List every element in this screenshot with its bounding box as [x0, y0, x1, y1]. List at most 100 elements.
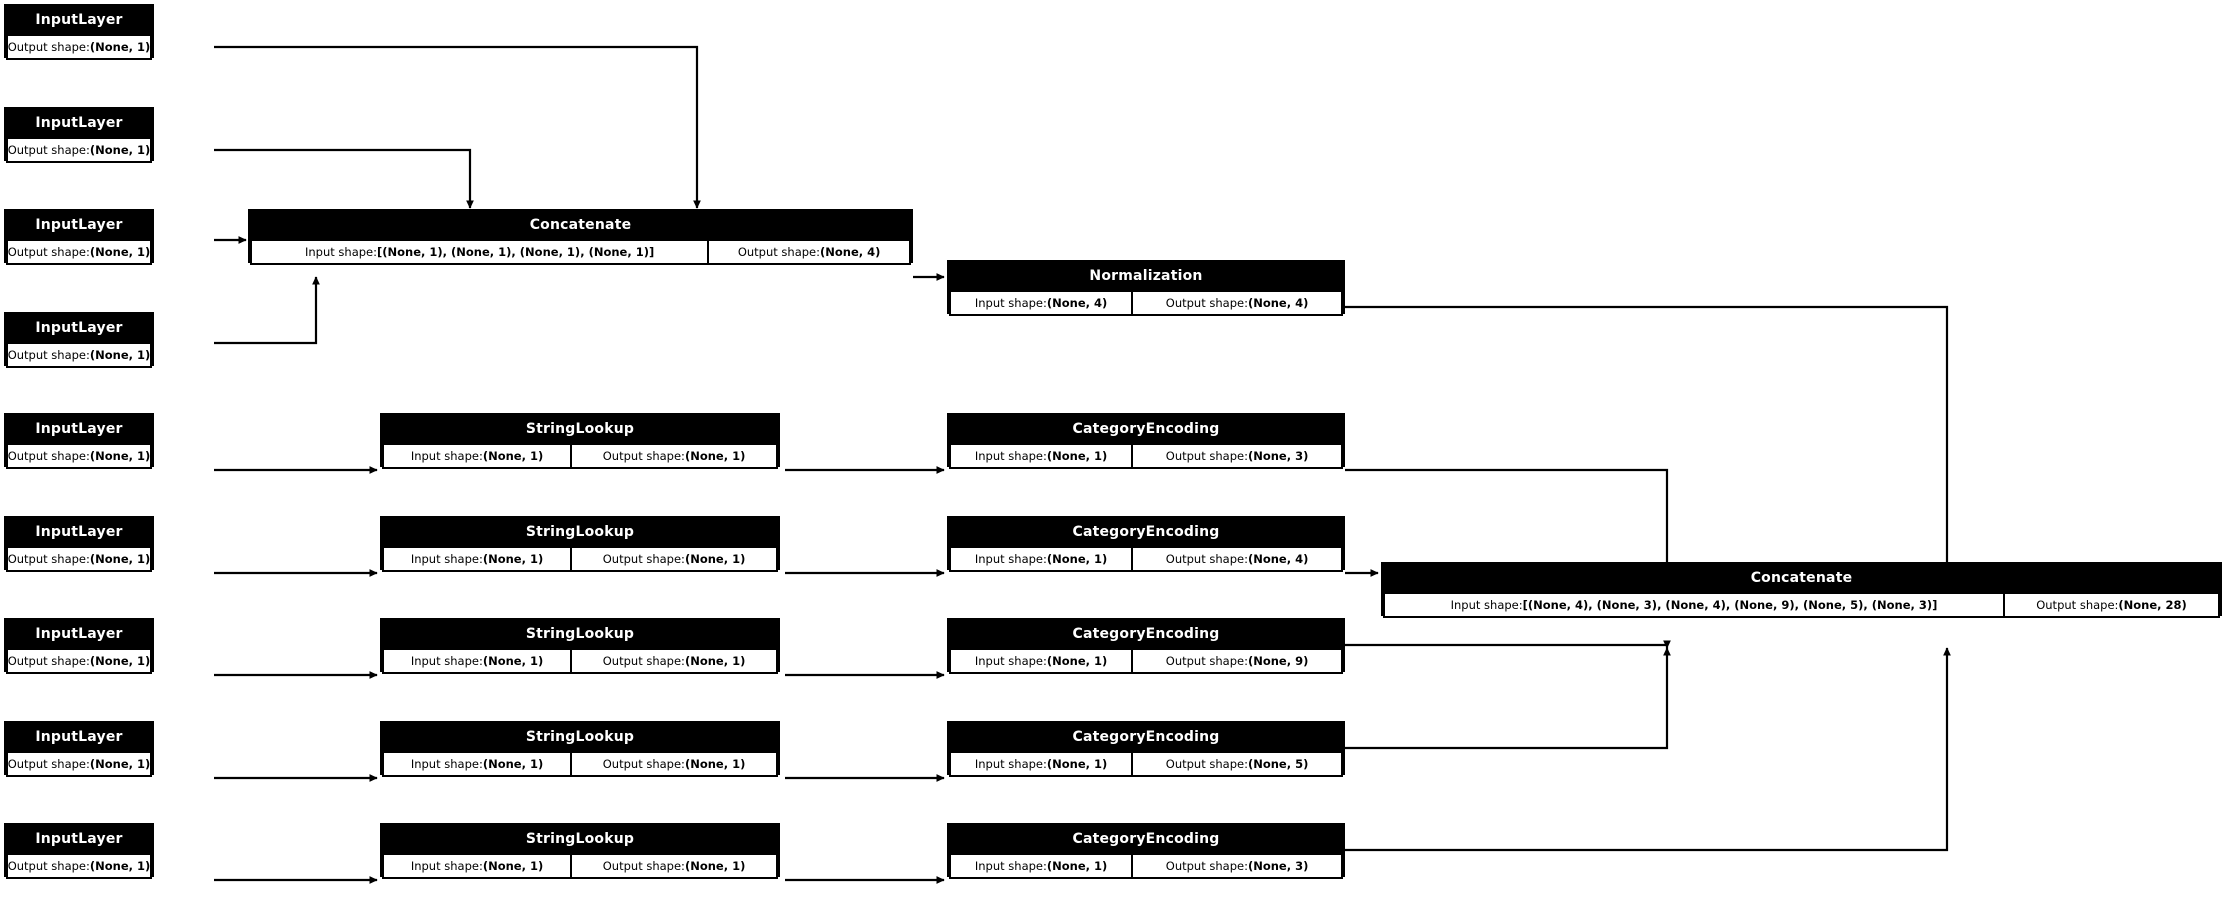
input-shape-value: (None, 4)	[1046, 296, 1108, 310]
output-shape-value: (None, 1)	[89, 552, 151, 566]
node-type-label: InputLayer	[35, 12, 123, 28]
edge-ce3-concatall	[1345, 640, 1671, 649]
node-shapes: Input shape: (None, 1) Output shape: (No…	[949, 443, 1343, 469]
output-shape-label: Output shape:	[2036, 598, 2119, 612]
input-shape-value: (None, 1)	[1046, 859, 1108, 873]
output-shape-value: (None, 1)	[684, 552, 746, 566]
output-shape-label: Output shape:	[7, 654, 90, 668]
node-type-label: InputLayer	[35, 320, 123, 336]
node-shapes: Input shape: (None, 1) Output shape: (No…	[949, 853, 1343, 879]
output-shape-value: (None, 3)	[1247, 859, 1309, 873]
node-categoryencoding-5[interactable]: CategoryEncoding Input shape: (None, 1) …	[947, 823, 1345, 879]
input-shape-cell: Input shape: (None, 1)	[382, 853, 573, 879]
node-stringlookup-5[interactable]: StringLookup Input shape: (None, 1) Outp…	[380, 823, 780, 879]
node-type-label: Concatenate	[1750, 570, 1853, 586]
edge-norm-concatall	[1345, 305, 1951, 574]
node-shapes: Input shape: (None, 1) Output shape: (No…	[382, 853, 778, 879]
output-shape-value: (None, 1)	[684, 757, 746, 771]
output-shape-cell: Output shape: (None, 1)	[6, 853, 152, 879]
node-inputlayer-5[interactable]: InputLayer Output shape: (None, 1)	[4, 413, 154, 469]
input-shape-label: Input shape:	[410, 449, 483, 463]
node-type-label: StringLookup	[525, 421, 635, 437]
output-shape-cell: Output shape: (None, 1)	[6, 648, 152, 674]
output-shape-value: (None, 1)	[684, 449, 746, 463]
node-type-label: StringLookup	[525, 524, 635, 540]
node-shapes: Input shape: (None, 1) Output shape: (No…	[382, 546, 778, 572]
input-shape-label: Input shape:	[974, 552, 1047, 566]
node-type-label: InputLayer	[35, 729, 123, 745]
node-type-label: Concatenate	[529, 217, 632, 233]
output-shape-cell: Output shape: (None, 1)	[6, 34, 152, 60]
output-shape-value: (None, 5)	[1247, 757, 1309, 771]
input-shape-value: (None, 1)	[482, 449, 544, 463]
input-shape-label: Input shape:	[1450, 598, 1523, 612]
output-shape-value: (None, 1)	[89, 757, 151, 771]
node-type-label: CategoryEncoding	[1072, 626, 1220, 642]
node-inputlayer-3[interactable]: InputLayer Output shape: (None, 1)	[4, 209, 154, 265]
node-normalization[interactable]: Normalization Input shape: (None, 4) Out…	[947, 260, 1345, 316]
node-shapes: Output shape: (None, 1)	[6, 239, 152, 265]
output-shape-label: Output shape:	[7, 40, 90, 54]
node-inputlayer-7[interactable]: InputLayer Output shape: (None, 1)	[4, 618, 154, 674]
input-shape-cell: Input shape: (None, 1)	[949, 546, 1134, 572]
node-shapes: Output shape: (None, 1)	[6, 853, 152, 879]
input-shape-value: (None, 1)	[1046, 552, 1108, 566]
output-shape-cell: Output shape: (None, 3)	[1131, 443, 1343, 469]
output-shape-cell: Output shape: (None, 5)	[1131, 751, 1343, 777]
input-shape-value: [(None, 1), (None, 1), (None, 1), (None,…	[377, 245, 655, 259]
output-shape-cell: Output shape: (None, 1)	[570, 443, 778, 469]
node-stringlookup-4[interactable]: StringLookup Input shape: (None, 1) Outp…	[380, 721, 780, 777]
node-inputlayer-8[interactable]: InputLayer Output shape: (None, 1)	[4, 721, 154, 777]
edge-ce1-concatall	[1345, 468, 1671, 574]
node-shapes: Output shape: (None, 1)	[6, 137, 152, 163]
node-type-label: CategoryEncoding	[1072, 421, 1220, 437]
node-type-label: InputLayer	[35, 217, 123, 233]
output-shape-label: Output shape:	[1165, 859, 1248, 873]
node-inputlayer-9[interactable]: InputLayer Output shape: (None, 1)	[4, 823, 154, 879]
node-shapes: Output shape: (None, 1)	[6, 443, 152, 469]
node-type-label: InputLayer	[35, 626, 123, 642]
node-concatenate-numeric[interactable]: Concatenate Input shape: [(None, 1), (No…	[248, 209, 913, 265]
node-categoryencoding-1[interactable]: CategoryEncoding Input shape: (None, 1) …	[947, 413, 1345, 469]
input-shape-label: Input shape:	[410, 552, 483, 566]
output-shape-cell: Output shape: (None, 1)	[570, 546, 778, 572]
input-shape-label: Input shape:	[974, 449, 1047, 463]
output-shape-cell: Output shape: (None, 1)	[6, 546, 152, 572]
input-shape-cell: Input shape: (None, 1)	[382, 443, 573, 469]
output-shape-label: Output shape:	[1165, 757, 1248, 771]
output-shape-value: (None, 1)	[89, 143, 151, 157]
input-shape-label: Input shape:	[304, 245, 377, 259]
output-shape-cell: Output shape: (None, 1)	[6, 342, 152, 368]
input-shape-cell: Input shape: (None, 1)	[949, 648, 1134, 674]
node-categoryencoding-4[interactable]: CategoryEncoding Input shape: (None, 1) …	[947, 721, 1345, 777]
output-shape-value: (None, 3)	[1247, 449, 1309, 463]
node-inputlayer-2[interactable]: InputLayer Output shape: (None, 1)	[4, 107, 154, 163]
node-shapes: Output shape: (None, 1)	[6, 342, 152, 368]
input-shape-label: Input shape:	[974, 859, 1047, 873]
node-inputlayer-4[interactable]: InputLayer Output shape: (None, 1)	[4, 312, 154, 368]
node-stringlookup-2[interactable]: StringLookup Input shape: (None, 1) Outp…	[380, 516, 780, 572]
node-shapes: Input shape: (None, 1) Output shape: (No…	[949, 648, 1343, 674]
node-stringlookup-3[interactable]: StringLookup Input shape: (None, 1) Outp…	[380, 618, 780, 674]
node-shapes: Output shape: (None, 1)	[6, 34, 152, 60]
output-shape-value: (None, 1)	[89, 449, 151, 463]
input-shape-value: (None, 1)	[1046, 757, 1108, 771]
node-shapes: Output shape: (None, 1)	[6, 648, 152, 674]
node-stringlookup-1[interactable]: StringLookup Input shape: (None, 1) Outp…	[380, 413, 780, 469]
node-inputlayer-1[interactable]: InputLayer Output shape: (None, 1)	[4, 4, 154, 60]
edge-ce4-concatall	[1345, 647, 1671, 750]
output-shape-value: (None, 28)	[2118, 598, 2187, 612]
node-inputlayer-6[interactable]: InputLayer Output shape: (None, 1)	[4, 516, 154, 572]
node-categoryencoding-3[interactable]: CategoryEncoding Input shape: (None, 1) …	[947, 618, 1345, 674]
node-type-label: StringLookup	[525, 831, 635, 847]
node-shapes: Input shape: (None, 1) Output shape: (No…	[382, 443, 778, 469]
input-shape-value: [(None, 4), (None, 3), (None, 4), (None,…	[1522, 598, 1938, 612]
node-categoryencoding-2[interactable]: CategoryEncoding Input shape: (None, 1) …	[947, 516, 1345, 572]
node-type-label: InputLayer	[35, 524, 123, 540]
node-shapes: Output shape: (None, 1)	[6, 546, 152, 572]
output-shape-cell: Output shape: (None, 1)	[570, 751, 778, 777]
node-concatenate-final[interactable]: Concatenate Input shape: [(None, 4), (No…	[1381, 562, 2222, 618]
output-shape-label: Output shape:	[7, 757, 90, 771]
edge-in1-concat	[214, 45, 701, 209]
